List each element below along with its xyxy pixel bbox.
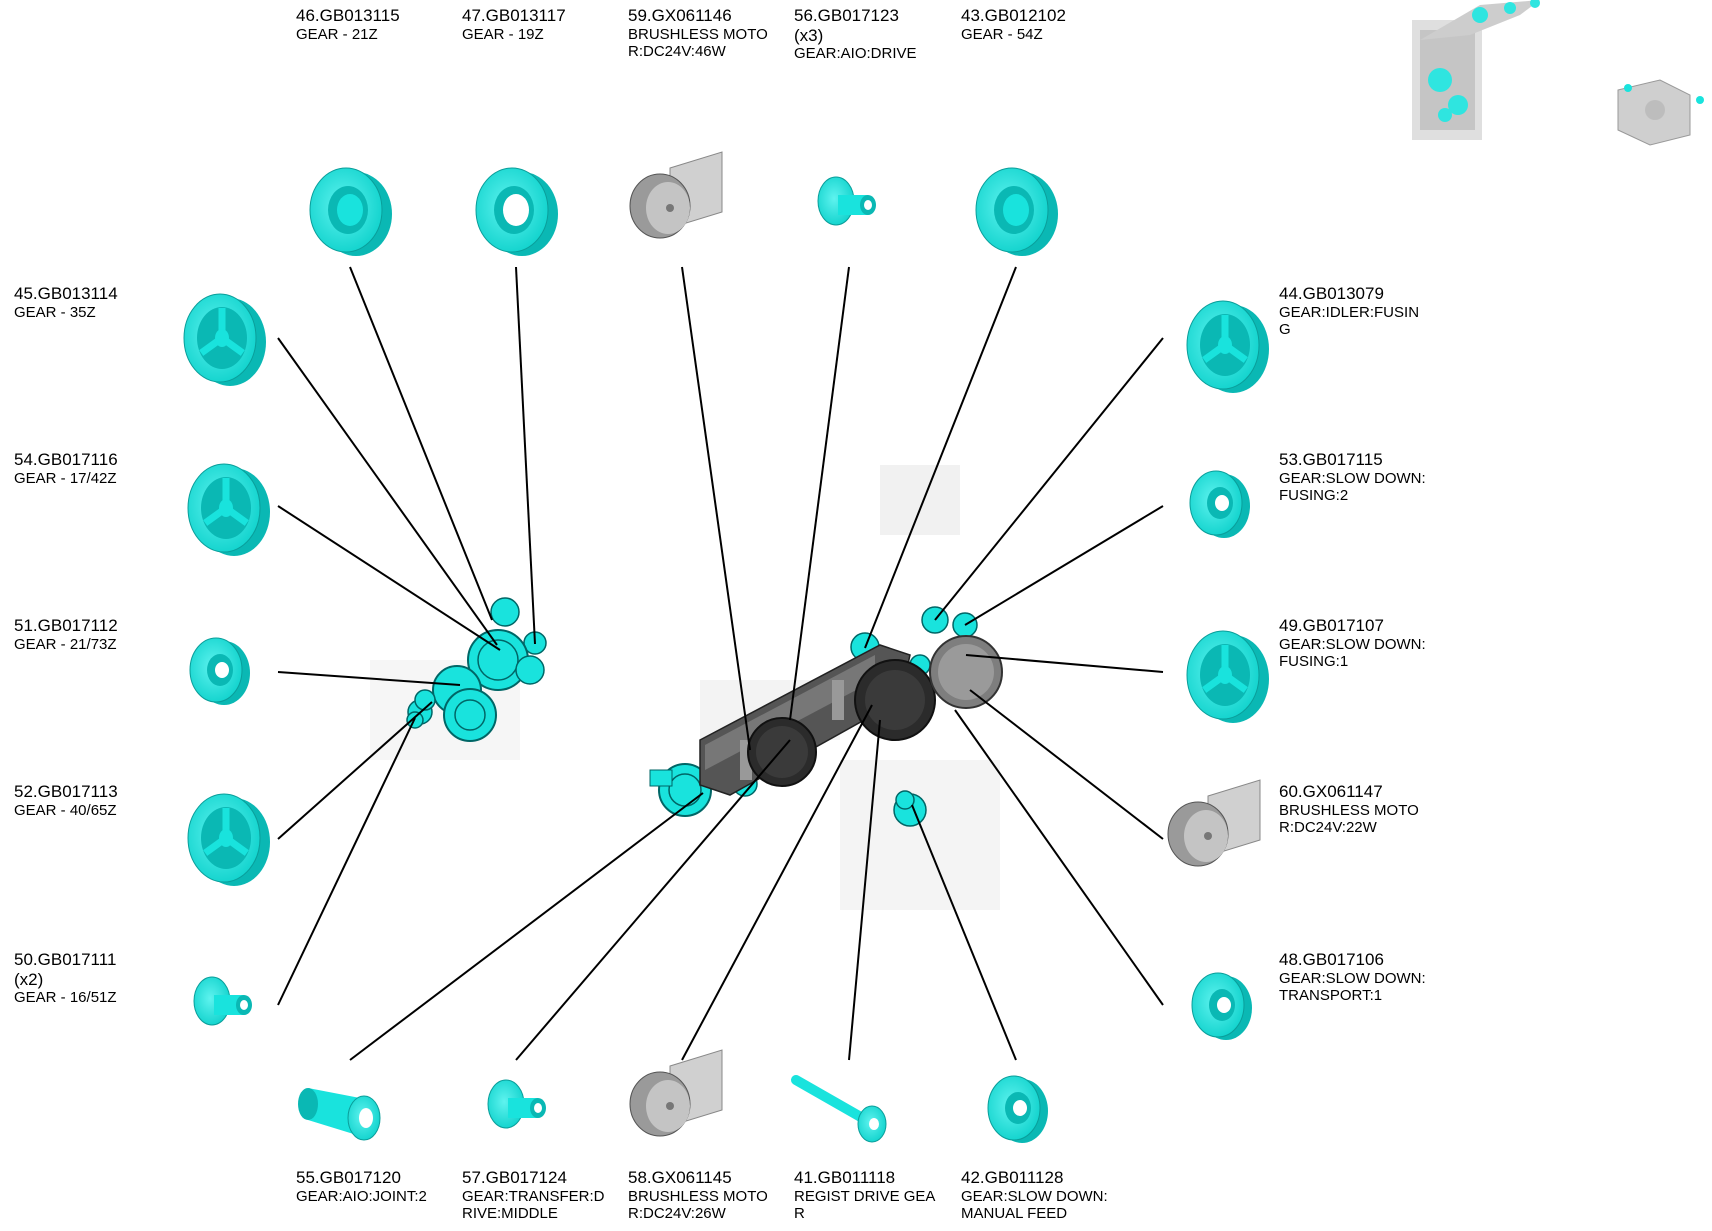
- sub-assembly-thumbnail: [1617, 79, 1704, 146]
- part-59-motor-icon[interactable]: [629, 151, 723, 239]
- part-description: GEAR:SLOW DOWN:TRANSPORT:1: [1279, 969, 1426, 1004]
- part-52-gear-spoked-icon[interactable]: [187, 793, 270, 886]
- part-description: GEAR - 40/65Z: [14, 801, 117, 819]
- part-description: GEAR - 17/42Z: [14, 469, 117, 487]
- part-number: 41.GB011118: [794, 1168, 896, 1187]
- leader-lines: [277, 266, 1164, 1061]
- part-43-gear-wheel-icon[interactable]: [975, 167, 1058, 256]
- part-45-gear-spoked-icon[interactable]: [183, 293, 266, 386]
- part-number: 43.GB012102: [961, 6, 1066, 25]
- part-number: 44.GB013079: [1279, 284, 1384, 303]
- part-description: GEAR - 54Z: [961, 25, 1043, 43]
- part-number: 46.GB013115: [296, 6, 400, 25]
- callout-56: 56.GB017123(x3)GEAR:AIO:DRIVE: [794, 6, 944, 62]
- callout-50: 50.GB017111(x2)GEAR - 16/51Z: [14, 950, 164, 1006]
- part-60-motor-icon[interactable]: [1167, 779, 1261, 867]
- part-42-gear-small-icon[interactable]: [987, 1075, 1048, 1143]
- part-description: BRUSHLESS MOTOR:DC24V:46W: [628, 25, 768, 60]
- part-description: GEAR:AIO:DRIVE: [794, 45, 917, 63]
- part-number: 51.GB017112: [14, 616, 118, 635]
- part-description: BRUSHLESS MOTOR:DC24V:22W: [1279, 801, 1419, 836]
- part-49-gear-spoked-icon[interactable]: [1186, 630, 1269, 723]
- part-description: GEAR:IDLER:FUSING: [1279, 303, 1420, 338]
- part-number: 55.GB017120: [296, 1168, 401, 1187]
- motor-60-assembled: [929, 635, 1003, 709]
- assembly-overview-thumbnail: [1412, 0, 1540, 140]
- part-41-shaft-icon[interactable]: [791, 1075, 887, 1143]
- part-description: GEAR:AIO:JOINT:2: [296, 1187, 427, 1205]
- part-47-gear-ring-icon[interactable]: [475, 167, 558, 256]
- part-description: GEAR - 16/51Z: [14, 989, 117, 1007]
- part-number: 57.GB017124: [462, 1168, 567, 1187]
- part-number: 50.GB017111: [14, 950, 117, 969]
- part-58-motor-icon[interactable]: [629, 1049, 723, 1137]
- part-description: GEAR - 35Z: [14, 303, 96, 321]
- part-number: 58.GX061145: [628, 1168, 732, 1187]
- part-50-gear-shaft-icon[interactable]: [193, 976, 252, 1026]
- part-57-gear-shaft-icon[interactable]: [487, 1079, 546, 1129]
- part-description: BRUSHLESS MOTOR:DC24V:26W: [628, 1187, 768, 1222]
- part-number: 60.GX061147: [1279, 782, 1383, 801]
- part-quantity: (x3): [794, 25, 824, 45]
- part-number: 54.GB017116: [14, 450, 118, 469]
- part-number: 53.GB017115: [1279, 450, 1383, 469]
- part-description: REGIST DRIVE GEAR: [794, 1187, 936, 1222]
- motor-59-assembled: [854, 659, 936, 741]
- part-description: GEAR:SLOW DOWN:FUSING:2: [1279, 469, 1426, 504]
- part-description: GEAR:SLOW DOWN:FUSING:1: [1279, 635, 1426, 670]
- part-description: GEAR - 19Z: [462, 25, 544, 43]
- part-44-gear-spoked-icon[interactable]: [1186, 300, 1269, 393]
- part-description: GEAR:TRANSFER:DRIVE:MIDDLE: [462, 1187, 605, 1222]
- part-48-gear-small-icon[interactable]: [1191, 972, 1252, 1040]
- part-54-gear-spoked-icon[interactable]: [187, 463, 270, 556]
- part-51-gear-small-icon[interactable]: [189, 637, 250, 705]
- part-53-gear-small-icon[interactable]: [1189, 470, 1250, 538]
- part-number: 56.GB017123: [794, 6, 899, 25]
- part-number: 49.GB017107: [1279, 616, 1384, 635]
- part-number: 42.GB011128: [961, 1168, 1064, 1187]
- part-56-gear-shaft-icon[interactable]: [817, 176, 876, 226]
- part-quantity: (x2): [14, 969, 44, 989]
- part-55-coupling-icon[interactable]: [298, 1088, 381, 1141]
- part-number: 45.GB013114: [14, 284, 118, 303]
- part-46-gear-wheel-icon[interactable]: [309, 167, 392, 256]
- part-description: GEAR:SLOW DOWN:MANUAL FEED: [961, 1187, 1108, 1222]
- part-number: 52.GB017113: [14, 782, 118, 801]
- part-number: 59.GX061146: [628, 6, 732, 25]
- part-description: GEAR - 21/73Z: [14, 635, 117, 653]
- part-number: 47.GB013117: [462, 6, 566, 25]
- part-number: 48.GB017106: [1279, 950, 1384, 969]
- part-description: GEAR - 21Z: [296, 25, 378, 43]
